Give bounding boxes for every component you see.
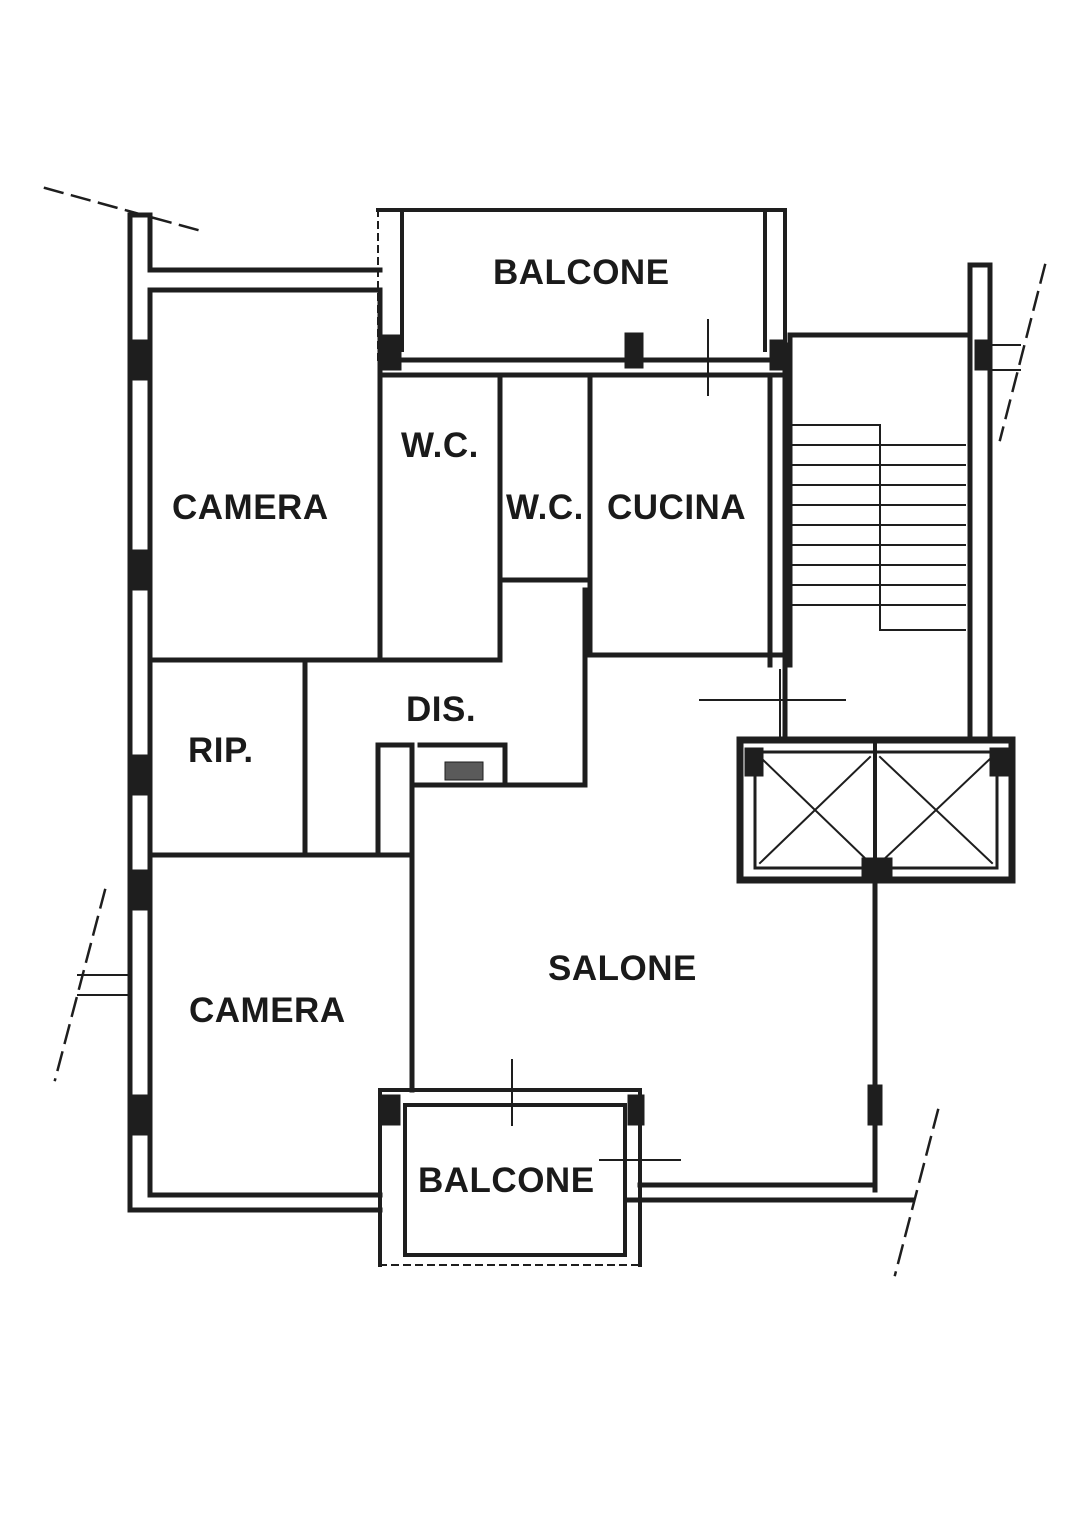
stair-walls xyxy=(782,262,993,743)
room-label-balcone-top: BALCONE xyxy=(493,253,670,292)
room-label-salone: SALONE xyxy=(548,949,697,988)
stair-treads xyxy=(789,424,966,631)
exterior-walls xyxy=(127,212,915,1213)
window-markers xyxy=(132,332,1009,1136)
room-label-camera-bottom: CAMERA xyxy=(189,991,346,1030)
boundary-lines xyxy=(43,186,1047,1277)
room-label-camera-top: CAMERA xyxy=(172,488,329,527)
room-label-dis: DIS. xyxy=(406,690,477,729)
room-label-cucina: CUCINA xyxy=(607,488,747,527)
interior-walls xyxy=(147,287,878,1193)
door-marks xyxy=(77,319,1021,1161)
room-label-balcone-bottom: BALCONE xyxy=(418,1161,595,1200)
room-label-rip: RIP. xyxy=(188,731,254,770)
room-label-wc-1: W.C. xyxy=(401,426,479,465)
room-label-wc-2: W.C. xyxy=(506,488,584,527)
balcony-top-walls xyxy=(376,208,787,361)
